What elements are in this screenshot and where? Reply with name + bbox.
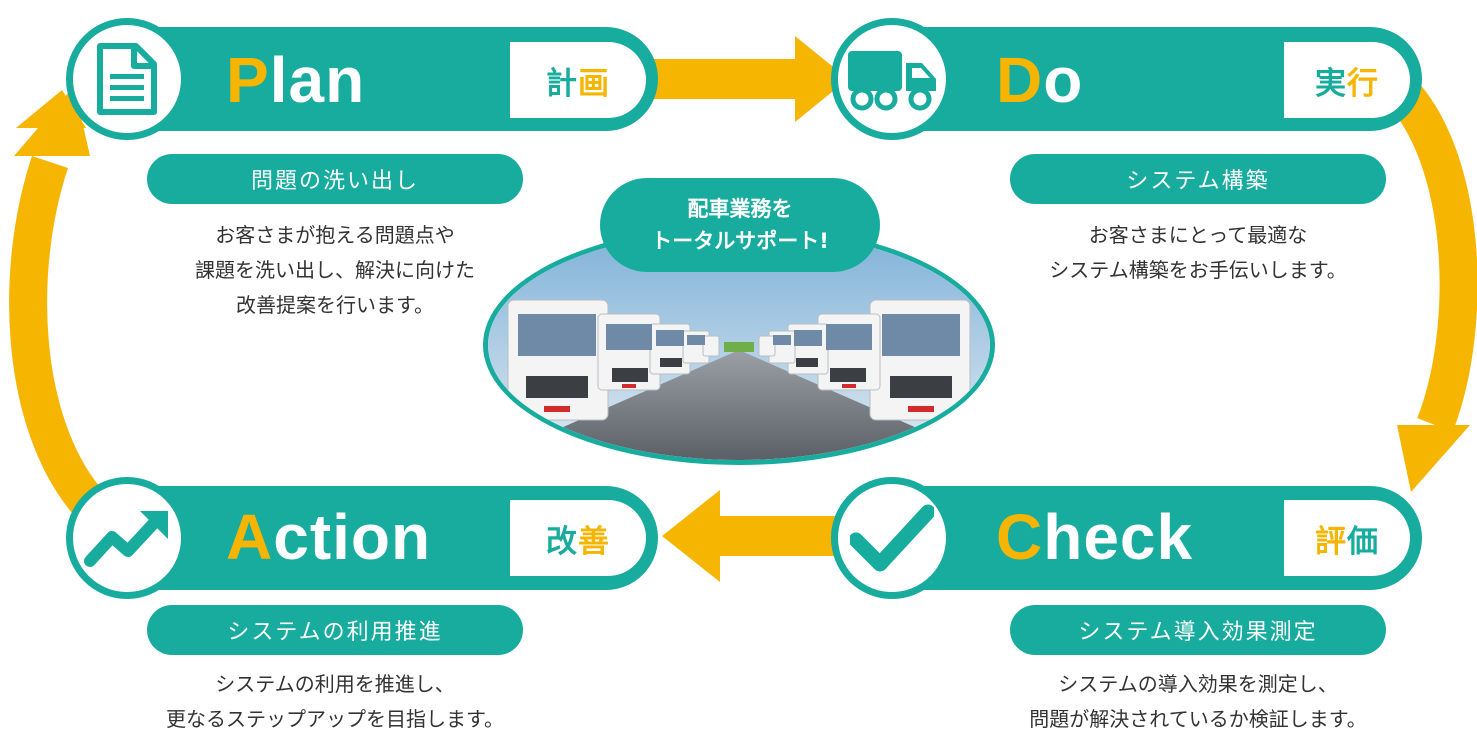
do-pill: システム構築 — [1010, 154, 1386, 204]
action-icon-circle — [66, 477, 188, 599]
arrow-do-to-check — [1390, 83, 1477, 492]
plan-initial: P — [226, 44, 270, 116]
check-jp-label: 評価 — [1284, 500, 1410, 576]
action-jp-a: 改 — [546, 523, 578, 560]
action-rest: ction — [273, 501, 432, 573]
plan-pill: 問題の洗い出し — [147, 154, 523, 204]
action-title: Action — [226, 505, 431, 569]
check-jp-b: 価 — [1347, 523, 1379, 560]
document-icon — [97, 43, 157, 115]
arrow-plan-to-do — [650, 36, 848, 122]
plan-desc: お客さまが抱える問題点や 課題を洗い出し、解決に向けた 改善提案を行います。 — [130, 218, 540, 323]
center-badge-line1: 配車業務を — [687, 197, 793, 221]
check-pill: システム導入効果測定 — [1010, 605, 1386, 655]
plan-jp-b: 画 — [578, 65, 610, 102]
plan-desc-line: お客さまが抱える問題点や — [215, 223, 455, 247]
checkmark-icon — [850, 504, 934, 572]
do-jp-b: 行 — [1347, 65, 1379, 102]
action-desc-line: 更なるステップアップを目指します。 — [166, 707, 504, 731]
plan-jp-a: 計 — [546, 65, 578, 102]
plan-jp-label: 計画 — [510, 42, 646, 118]
check-rest: heck — [1043, 501, 1194, 573]
do-icon-circle — [831, 18, 953, 140]
do-desc-line: お客さまにとって最適な — [1088, 223, 1308, 247]
check-initial: C — [996, 501, 1044, 573]
arrow-check-to-action — [662, 490, 835, 582]
do-jp-a: 実 — [1315, 65, 1347, 102]
action-initial: A — [226, 501, 274, 573]
action-jp-b: 善 — [578, 523, 610, 560]
do-title: Do — [996, 48, 1083, 112]
check-title: Check — [996, 505, 1193, 569]
center-badge-line2: トータルサポート! — [651, 229, 829, 253]
check-desc: システムの導入効果を測定し、 問題が解決されているか検証します。 — [973, 667, 1423, 737]
plan-rest: lan — [269, 44, 366, 116]
do-initial: D — [996, 44, 1044, 116]
do-desc: お客さまにとって最適な システム構築をお手伝いします。 — [983, 218, 1413, 288]
check-jp-a: 評 — [1315, 523, 1347, 560]
check-icon-circle — [831, 477, 953, 599]
do-desc-line: システム構築をお手伝いします。 — [1049, 258, 1347, 282]
check-desc-line: 問題が解決されているか検証します。 — [1029, 707, 1367, 731]
truck-icon — [848, 51, 936, 111]
action-desc: システムの利用を推進し、 更なるステップアップを目指します。 — [110, 667, 560, 737]
center-badge: 配車業務を トータルサポート! — [600, 178, 880, 272]
trend-up-icon — [84, 511, 168, 567]
plan-title: Plan — [226, 48, 365, 112]
check-desc-line: システムの導入効果を測定し、 — [1058, 672, 1338, 696]
plan-icon-circle — [66, 18, 188, 140]
arrow-action-to-plan — [9, 86, 101, 513]
action-jp-label: 改善 — [510, 500, 646, 576]
action-pill: システムの利用推進 — [147, 605, 523, 655]
plan-desc-line: 改善提案を行います。 — [236, 293, 434, 317]
action-desc-line: システムの利用を推進し、 — [215, 672, 455, 696]
plan-desc-line: 課題を洗い出し、解決に向けた — [195, 258, 475, 282]
do-rest: o — [1043, 44, 1084, 116]
do-jp-label: 実行 — [1284, 42, 1410, 118]
